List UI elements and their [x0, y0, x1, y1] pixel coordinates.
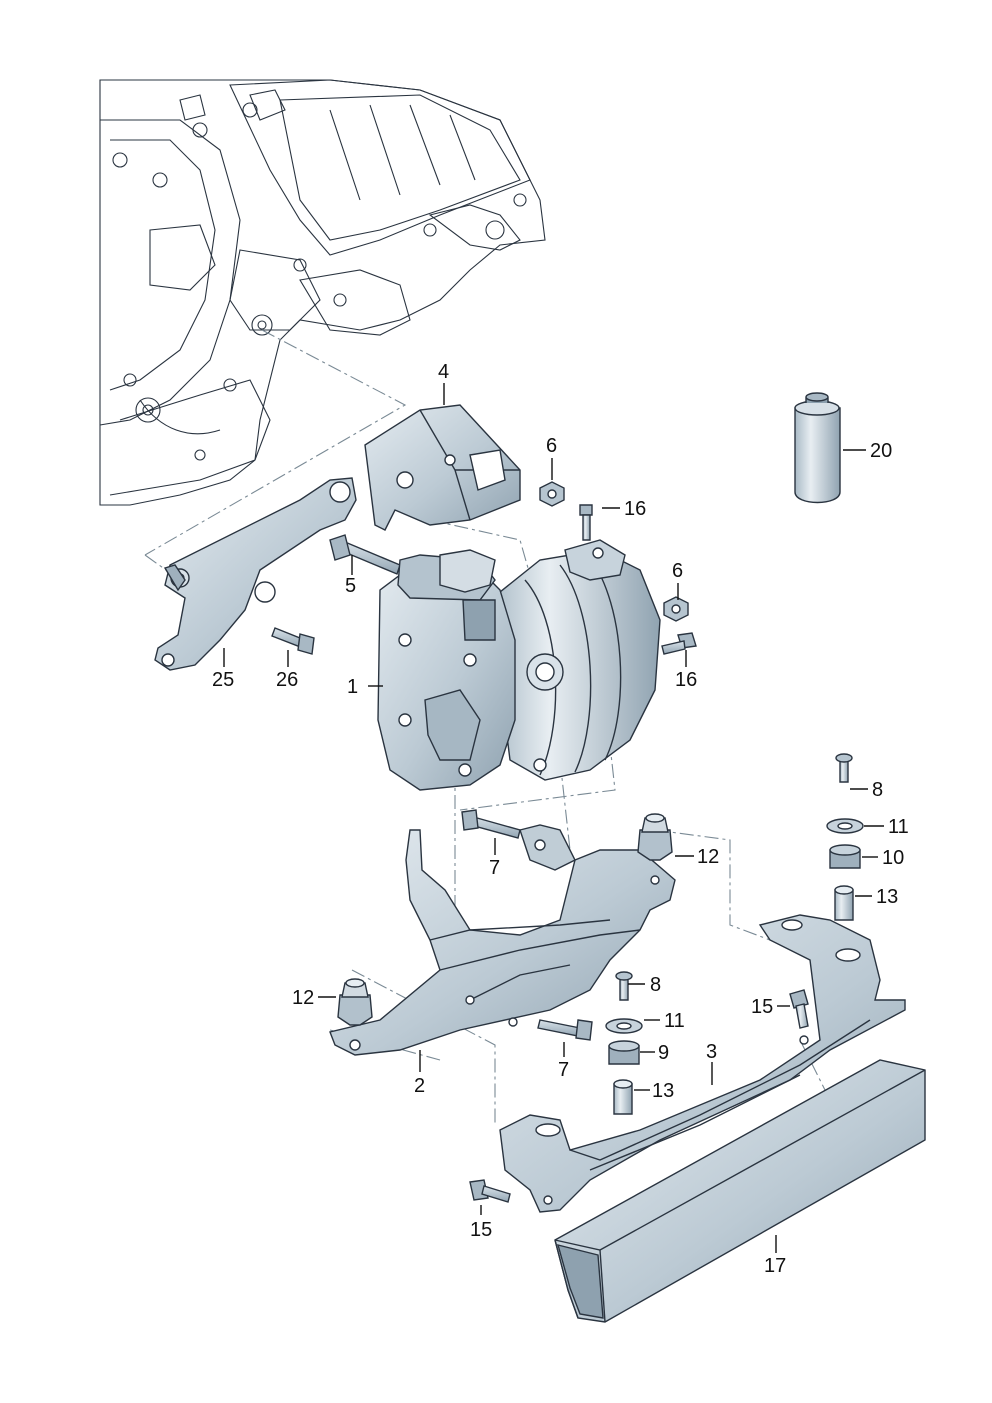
leader-lines: [223, 383, 884, 1253]
callout-12-left: 12: [292, 987, 314, 1009]
support-rail-part: [499, 914, 906, 1213]
stack-middle-part: [605, 971, 643, 1115]
bolt-15-right-part: [789, 989, 809, 1029]
callout-13-middle: 13: [652, 1080, 674, 1102]
rubber-mount-12-left-part: [337, 978, 373, 1026]
bolt-7-top-part: [461, 809, 521, 839]
callout-10: 10: [882, 847, 904, 869]
callout-15-right: 15: [751, 996, 773, 1018]
callout-labels: 1 2 3 4 5 6 6 7 7 8 8 9 10 11 11 12 12 1…: [212, 361, 909, 1277]
screw-16-right-part: [661, 632, 697, 655]
callout-13-right: 13: [876, 886, 898, 908]
bolt-5-part: [329, 534, 401, 575]
callout-20: 20: [870, 440, 892, 462]
callout-4: 4: [438, 361, 449, 383]
callout-8-right: 8: [872, 779, 883, 801]
callout-7-bottom: 7: [558, 1059, 569, 1081]
callout-16-top: 16: [624, 498, 646, 520]
callout-16-right: 16: [675, 669, 697, 691]
callout-15-bottom: 15: [470, 1219, 492, 1241]
lower-bracket-part: [329, 824, 676, 1056]
callout-9: 9: [658, 1042, 669, 1064]
bolt-26-part: [271, 627, 315, 655]
callout-5: 5: [345, 575, 356, 597]
rubber-mount-12-top-part: [637, 813, 673, 861]
callout-7-top: 7: [489, 857, 500, 879]
callout-1: 1: [347, 676, 358, 698]
callout-25: 25: [212, 669, 234, 691]
screw-16-top-part: [579, 504, 593, 541]
callout-26: 26: [276, 669, 298, 691]
callout-17: 17: [764, 1255, 786, 1277]
callout-12-right: 12: [697, 846, 719, 868]
callout-3: 3: [706, 1041, 717, 1063]
ac-compressor-part: [377, 539, 661, 791]
engine-block: [99, 79, 546, 506]
heat-shield-part: [364, 404, 521, 531]
callout-11-right: 11: [888, 816, 909, 838]
callout-2: 2: [414, 1075, 425, 1097]
stack-right-part: [826, 753, 864, 921]
mounting-bracket-part: [154, 477, 357, 671]
callout-11-middle: 11: [664, 1010, 685, 1032]
nut-6-top-part: [539, 481, 565, 507]
nut-6-right-part: [663, 596, 689, 622]
oil-can-part: [794, 392, 841, 504]
cover-profile-part: [554, 1059, 926, 1323]
callout-6-top: 6: [546, 435, 557, 457]
callout-8-middle: 8: [650, 974, 661, 996]
bolt-7-bottom-part: [537, 1019, 593, 1041]
bolt-15-bottom-part: [469, 1179, 511, 1203]
callout-6-right: 6: [672, 560, 683, 582]
